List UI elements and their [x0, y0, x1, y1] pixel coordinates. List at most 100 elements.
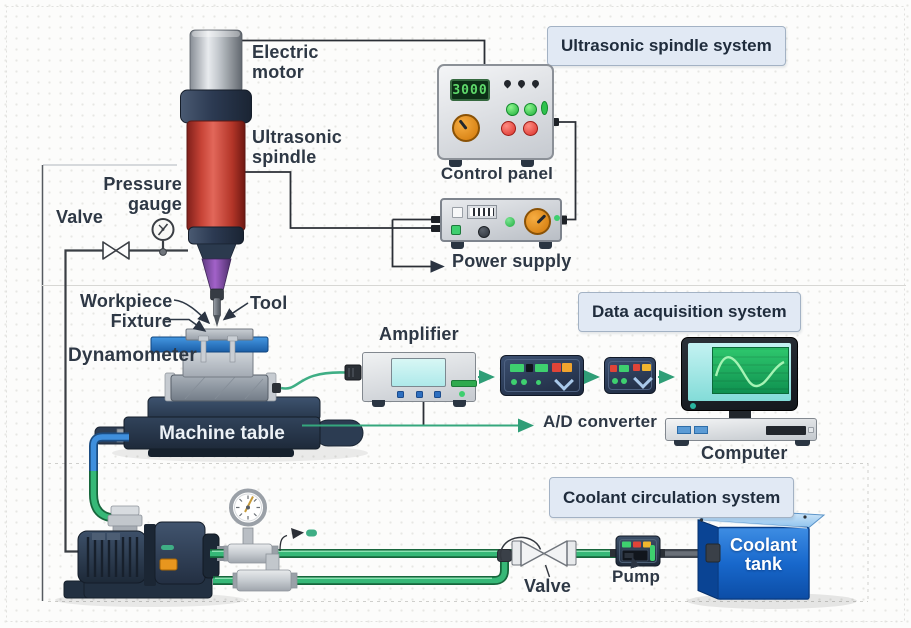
green-button	[451, 225, 461, 235]
red-button	[501, 121, 516, 136]
flow-arrow	[279, 528, 317, 552]
green-led-dot	[536, 380, 541, 385]
pump-label-line	[630, 556, 640, 569]
wire-control-panel-to-power-supply	[554, 121, 577, 221]
control-knob	[452, 114, 480, 142]
computer-monitor	[681, 337, 798, 411]
yellow-indicator	[642, 364, 651, 371]
wire-motor-to-control-panel	[242, 39, 486, 64]
amplifier-device	[362, 352, 477, 407]
red-indicator	[610, 365, 617, 372]
chevron-down-icon	[554, 371, 574, 391]
device-foot	[372, 400, 385, 407]
toggle-switch-icon	[516, 78, 527, 89]
meter-display	[467, 205, 497, 219]
valve-bottom-label: Valve	[524, 576, 572, 596]
pump-button	[159, 558, 178, 571]
pipe-fittings	[223, 543, 298, 592]
pipe-elbow-cap	[497, 549, 512, 562]
power-supply-device	[440, 198, 562, 249]
ultrasonic-spindle-body	[186, 120, 246, 232]
toggle-switch-icon	[530, 78, 541, 89]
device-foot	[449, 160, 462, 167]
power-knob	[524, 208, 551, 235]
tool-leader	[222, 302, 249, 321]
machine-table-arm	[314, 419, 364, 447]
spindle-ring	[188, 226, 244, 245]
device-foot	[539, 242, 552, 249]
valve-top-label: Valve	[56, 207, 104, 227]
wire-spindle-to-power-supply	[245, 171, 433, 229]
section-title-ultrasonic-text: Ultrasonic spindle system	[561, 36, 772, 55]
green-led-dot	[612, 378, 618, 384]
section-title-daq: Data acquisition system	[578, 292, 801, 332]
section-borders	[6, 6, 906, 622]
drive-slot	[766, 426, 806, 435]
workpiece-fixture-label: Workpiece Fixture	[80, 291, 173, 331]
spindle-assembly	[180, 29, 252, 327]
green-led-dot	[511, 379, 517, 385]
small-knob	[478, 226, 490, 238]
pump-inlet-fitting	[107, 505, 143, 535]
spindle-neck	[196, 243, 237, 260]
dark-indicator	[526, 364, 533, 372]
computer-case	[665, 418, 817, 446]
power-led	[690, 403, 696, 409]
power-supply-pointer-line	[391, 219, 445, 273]
section-title-ultrasonic: Ultrasonic spindle system	[547, 26, 786, 66]
control-panel-label: Control panel	[440, 164, 554, 183]
amplifier-button	[397, 391, 404, 398]
green-indicator	[619, 365, 629, 372]
tool-shank	[213, 297, 221, 318]
pump-label: Pump	[612, 567, 661, 586]
pump-indicator	[161, 545, 174, 550]
machine-table-lip	[148, 449, 294, 457]
pressure-gauge-label: Pressure gauge	[103, 174, 182, 214]
computer-label: Computer	[701, 443, 788, 463]
green-indicator	[510, 364, 524, 372]
case-button	[677, 426, 691, 434]
red-button	[523, 121, 538, 136]
spindle-collar	[180, 89, 252, 124]
dynamometer-label: Dynamometer	[68, 345, 197, 366]
green-led-dot	[621, 378, 627, 384]
tank-inlet-flange	[705, 543, 721, 563]
label-leaders	[164, 299, 249, 332]
green-led	[506, 103, 519, 116]
amplifier-button	[434, 391, 441, 398]
power-supply-label: Power supply	[452, 251, 572, 271]
device-foot	[674, 440, 689, 446]
green-indicator	[535, 364, 548, 372]
spindle-purple-cone	[201, 258, 232, 292]
green-led-oval	[541, 101, 548, 115]
valve-label-line	[544, 564, 551, 578]
sine-wave-icon	[714, 356, 785, 388]
orange-indicator	[562, 363, 572, 372]
electric-motor-body	[189, 29, 243, 94]
amplifier-label: Amplifier	[379, 324, 459, 344]
case-led	[808, 427, 814, 433]
section-title-daq-text: Data acquisition system	[592, 302, 787, 321]
green-led	[524, 103, 537, 116]
ad-converter-module-1	[500, 355, 584, 396]
machine-table-label: Machine table	[159, 423, 285, 444]
chevron-down-icon	[633, 369, 653, 389]
tank-front-face	[717, 526, 810, 600]
workpiece-block	[185, 328, 254, 341]
green-led-small	[554, 215, 560, 221]
green-led-small	[459, 391, 465, 397]
dynamometer-cable-port	[272, 383, 281, 393]
tool-tip	[213, 315, 221, 327]
dynamometer-cable	[280, 371, 346, 390]
tool-label: Tool	[250, 293, 288, 313]
device-foot	[795, 440, 810, 446]
daq-wiring	[280, 364, 675, 433]
pressure-gauge-icon	[151, 218, 175, 256]
red-indicator	[633, 364, 640, 371]
amplifier-button	[416, 391, 423, 398]
device-foot	[521, 160, 534, 167]
control-panel-device: 3000	[437, 64, 554, 167]
pneumatic-line	[64, 218, 188, 553]
amplifier-indicator-bar	[451, 380, 477, 387]
